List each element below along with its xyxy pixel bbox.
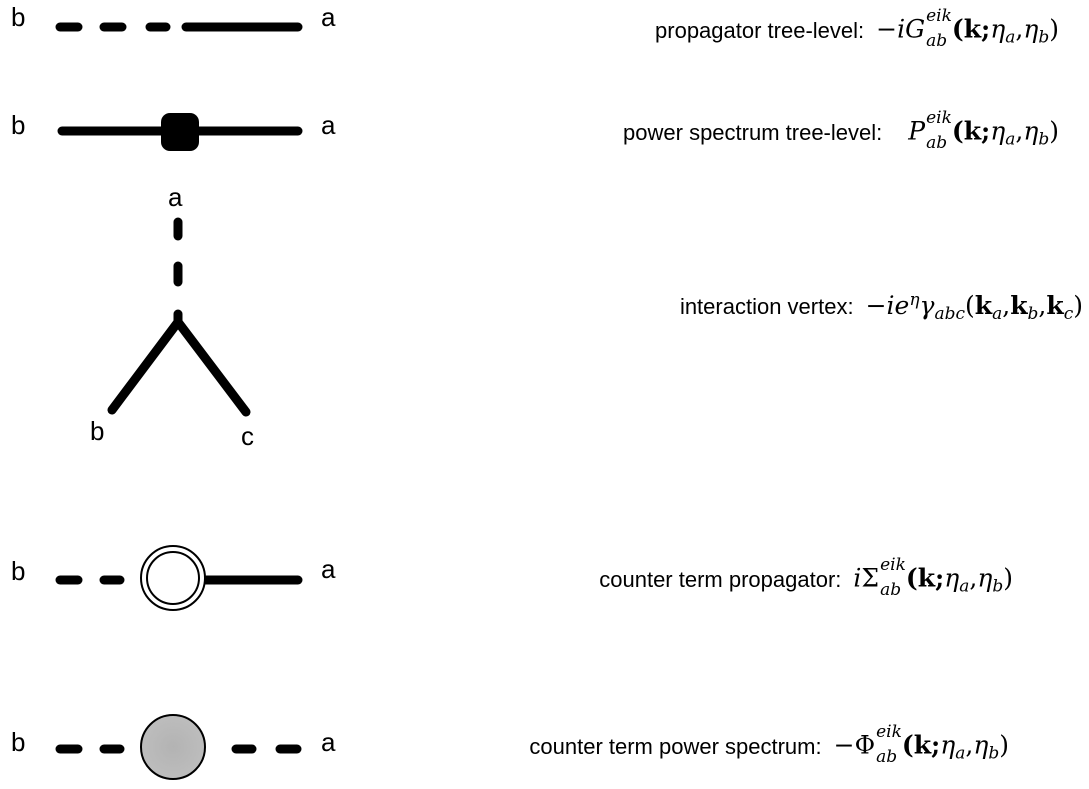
formula-args: (𝐤; (951, 14, 991, 44)
vertex-label-b: b (90, 416, 104, 446)
vertex-description: interaction vertex: (679, 294, 854, 319)
power-spectrum-vertex (161, 113, 199, 151)
counter-power-diagram: b a (11, 714, 336, 780)
propagator-label-a: a (321, 2, 336, 32)
formula-subscript: ab (926, 133, 948, 153)
formula-gamma-sub: abc (934, 304, 966, 324)
formula-eta: η (990, 116, 1006, 146)
formula-i: i (897, 14, 906, 44)
formula-args: (𝐤; (901, 730, 941, 760)
formula-eta: η (1023, 116, 1039, 146)
formula-symbol: Φ (854, 730, 876, 760)
counter-power-blob (140, 714, 206, 780)
formula-close: ) (1049, 14, 1059, 44)
vertex-label-c: c (241, 421, 254, 451)
vertex-rule: interaction vertex: −ieηγabc(𝐤a,𝐤b,𝐤c) (680, 290, 1083, 324)
formula-e: e (894, 291, 910, 320)
formula-indices: eik ab (926, 110, 952, 153)
power-spectrum-label-b: b (11, 110, 25, 140)
formula-k: 𝐤 (974, 291, 993, 320)
formula-minus: − (865, 291, 887, 320)
formula-superscript: eik (880, 555, 906, 575)
formula-k: 𝐤 (1046, 291, 1064, 320)
formula-eta-sub: a (1005, 27, 1016, 48)
formula-eta-exponent: η (909, 290, 920, 310)
formula-eta-sub: b (988, 743, 1000, 764)
counter-propagator-label-a: a (321, 554, 336, 584)
formula-args: (𝐤; (951, 116, 991, 146)
formula-eta-sub: a (959, 576, 970, 597)
formula-indices: eik ab (926, 8, 952, 51)
power-spectrum-diagram: b a (11, 110, 336, 151)
counter-propagator-inner-ring (146, 551, 200, 605)
counter-propagator-label-b: b (11, 556, 25, 586)
propagator-diagram: b a (11, 2, 336, 32)
formula-close: ) (1049, 116, 1059, 146)
formula-comma: , (1015, 116, 1024, 146)
formula-eta: η (944, 563, 960, 593)
vertex-formula: −ieηγabc(𝐤a,𝐤b,𝐤c) (865, 290, 1083, 324)
power-spectrum-description: power spectrum tree-level: (623, 119, 883, 145)
counter-power-label-a: a (321, 727, 336, 757)
formula-i: i (853, 563, 862, 593)
formula-symbol: G (905, 14, 926, 44)
formula-subscript: ab (926, 31, 948, 51)
vertex-diagram: a b c (90, 182, 254, 451)
formula-k-sub: c (1063, 304, 1074, 324)
formula-symbol: Σ (861, 563, 880, 593)
formula-eta-sub: b (1038, 129, 1050, 150)
formula-eta: η (977, 563, 993, 593)
formula-indices: eik ab (880, 557, 906, 600)
formula-close: ) (999, 730, 1009, 760)
formula-superscript: eik (926, 108, 952, 128)
formula-subscript: ab (876, 747, 898, 767)
vertex-legs (107, 317, 251, 417)
formula-open: ( (965, 291, 975, 320)
formula-eta: η (1023, 14, 1039, 44)
formula-comma: , (969, 563, 978, 593)
formula-k-sub: a (992, 304, 1003, 324)
formula-eta: η (973, 730, 989, 760)
formula-eta: η (940, 730, 956, 760)
formula-minus: − (833, 730, 855, 760)
formula-superscript: eik (926, 6, 952, 26)
formula-minus: − (876, 14, 898, 44)
formula-subscript: ab (880, 580, 902, 600)
counter-power-description: counter term power spectrum: (529, 733, 822, 759)
formula-indices: eik ab (876, 724, 902, 767)
counter-propagator-diagram: b a (11, 545, 336, 611)
formula-eta-sub: b (1038, 27, 1050, 48)
propagator-description: propagator tree-level: (655, 17, 865, 43)
formula-close: ) (1003, 563, 1013, 593)
formula-eta: η (990, 14, 1006, 44)
formula-symbol: P (908, 116, 926, 146)
formula-comma: , (965, 730, 974, 760)
formula-eta-sub: a (955, 743, 966, 764)
formula-k-sub: b (1027, 304, 1039, 324)
formula-comma: , (1015, 14, 1024, 44)
formula-close: ) (1073, 291, 1083, 320)
formula-args: (𝐤; (905, 563, 945, 593)
formula-gamma: γ (919, 291, 935, 320)
formula-eta-sub: a (1005, 129, 1016, 150)
formula-eta-sub: b (992, 576, 1004, 597)
formula-i: i (886, 291, 895, 320)
formula-superscript: eik (876, 722, 902, 742)
formula-k: 𝐤 (1010, 291, 1028, 320)
counter-power-label-b: b (11, 727, 25, 757)
counter-propagator-description: counter term propagator: (599, 566, 842, 592)
propagator-label-b: b (11, 2, 25, 32)
power-spectrum-label-a: a (321, 110, 336, 140)
vertex-label-a: a (168, 182, 183, 212)
